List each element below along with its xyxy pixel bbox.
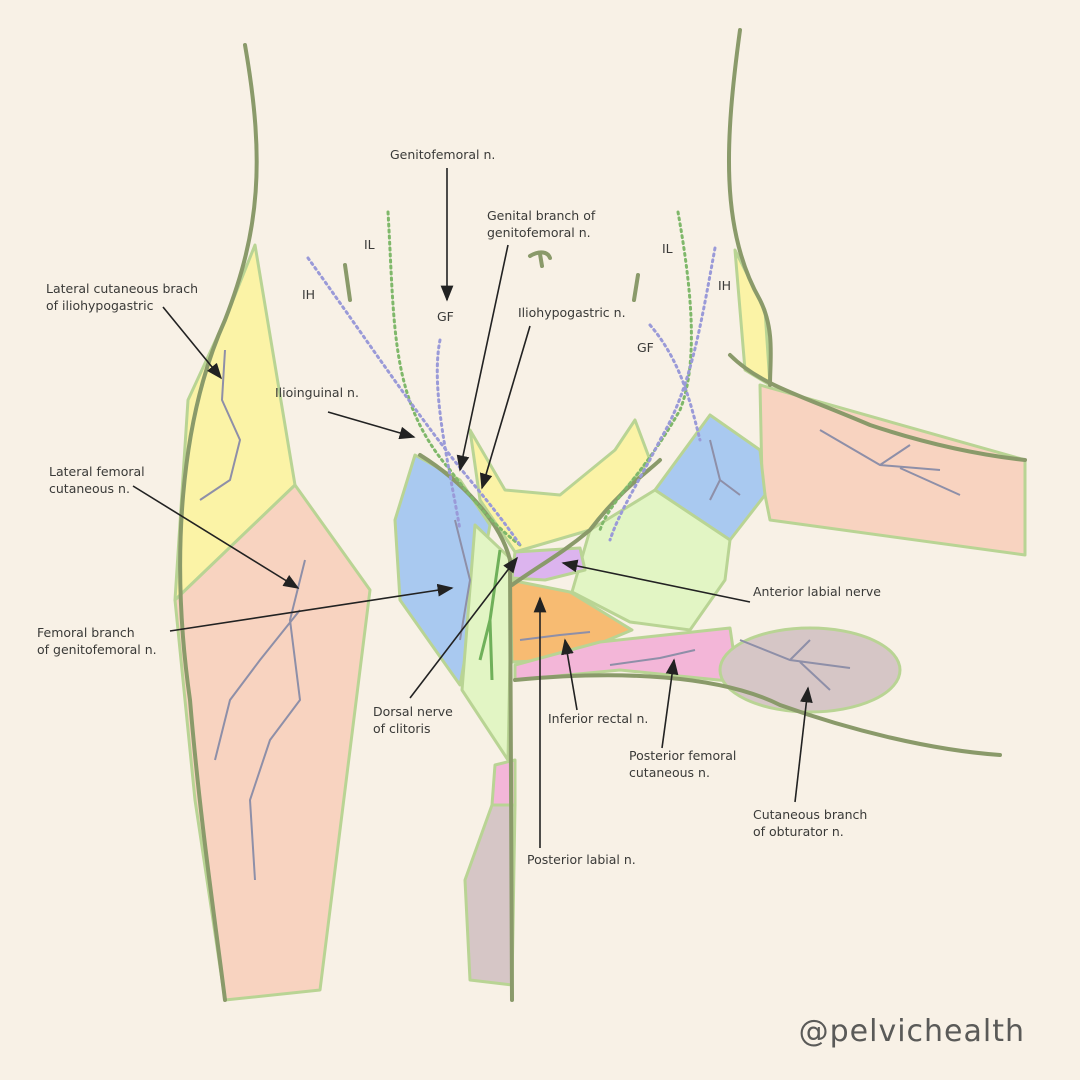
abbr-ih-left: IH <box>302 287 316 302</box>
label-dorsal-nerve: Dorsal nerve of clitoris <box>373 704 453 736</box>
cutaneous-nerve-branches <box>199 349 961 881</box>
light-green-lower-region <box>460 523 514 762</box>
label-posterior-femoral: Posterior femoral cutaneous n. <box>629 748 737 780</box>
label-cutaneous-obturator: Cutaneous branch of obturator n. <box>753 807 868 839</box>
label-anterior-labial: Anterior labial nerve <box>753 584 881 599</box>
leader-arrows <box>132 168 813 848</box>
label-femoral-branch: Femoral branch of genitofemoral n. <box>37 625 157 657</box>
lower-gray-region <box>463 803 517 987</box>
label-genitofemoral: Genitofemoral n. <box>390 147 496 162</box>
label-posterior-labial: Posterior labial n. <box>527 852 636 867</box>
label-iliohypogastric: Iliohypogastric n. <box>518 305 626 320</box>
abbr-ih-right: IH <box>718 278 732 293</box>
label-inferior-rectal: Inferior rectal n. <box>548 711 649 726</box>
label-ilioinguinal: Ilioinguinal n. <box>275 385 359 400</box>
left-thigh-pink-region <box>173 483 372 1002</box>
right-leg-pink-region <box>758 383 1027 557</box>
label-genital-branch: Genital branch of genitofemoral n. <box>487 208 596 240</box>
label-lateral-cutaneous-iliohypogastric: Lateral cutaneous brach of iliohypogastr… <box>46 281 199 313</box>
abbr-gf-right: GF <box>637 340 654 355</box>
dotted-nerve-courses <box>306 210 717 547</box>
green-region <box>570 488 732 632</box>
abbr-il-left: IL <box>364 237 375 252</box>
green-nerve <box>478 549 502 681</box>
credit-handle: @pelvichealth <box>798 1014 1025 1049</box>
label-lateral-femoral-cutaneous: Lateral femoral cutaneous n. <box>49 464 145 496</box>
abbr-gf-left: GF <box>437 309 454 324</box>
abbr-il-right: IL <box>662 241 673 256</box>
